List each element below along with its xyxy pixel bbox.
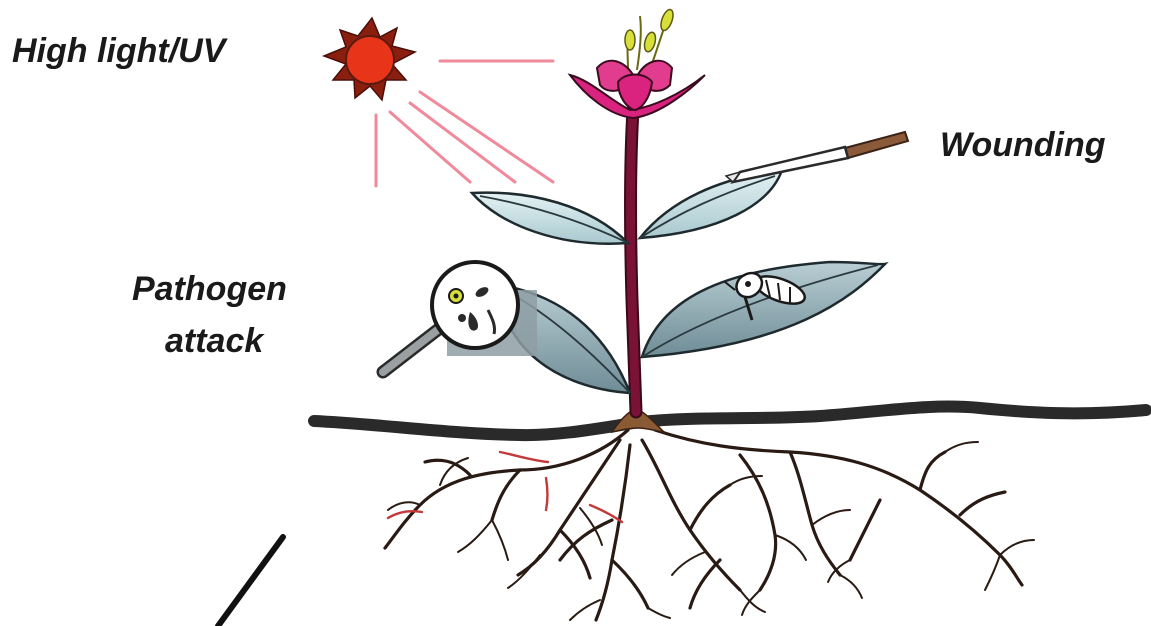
label-pathogen: Pathogen [132, 268, 287, 310]
sun-icon [324, 18, 415, 100]
corner-stroke [218, 537, 283, 626]
label-high-light-uv: High light/UV [12, 30, 225, 72]
upper-left-leaf [472, 193, 628, 244]
wounding-tool-icon [726, 132, 908, 182]
upper-right-leaf [640, 170, 782, 238]
soil-line [314, 407, 1146, 436]
label-attack: attack [165, 320, 263, 362]
label-wounding: Wounding [940, 124, 1106, 166]
flower-icon [570, 8, 705, 118]
root-system [385, 430, 1034, 620]
